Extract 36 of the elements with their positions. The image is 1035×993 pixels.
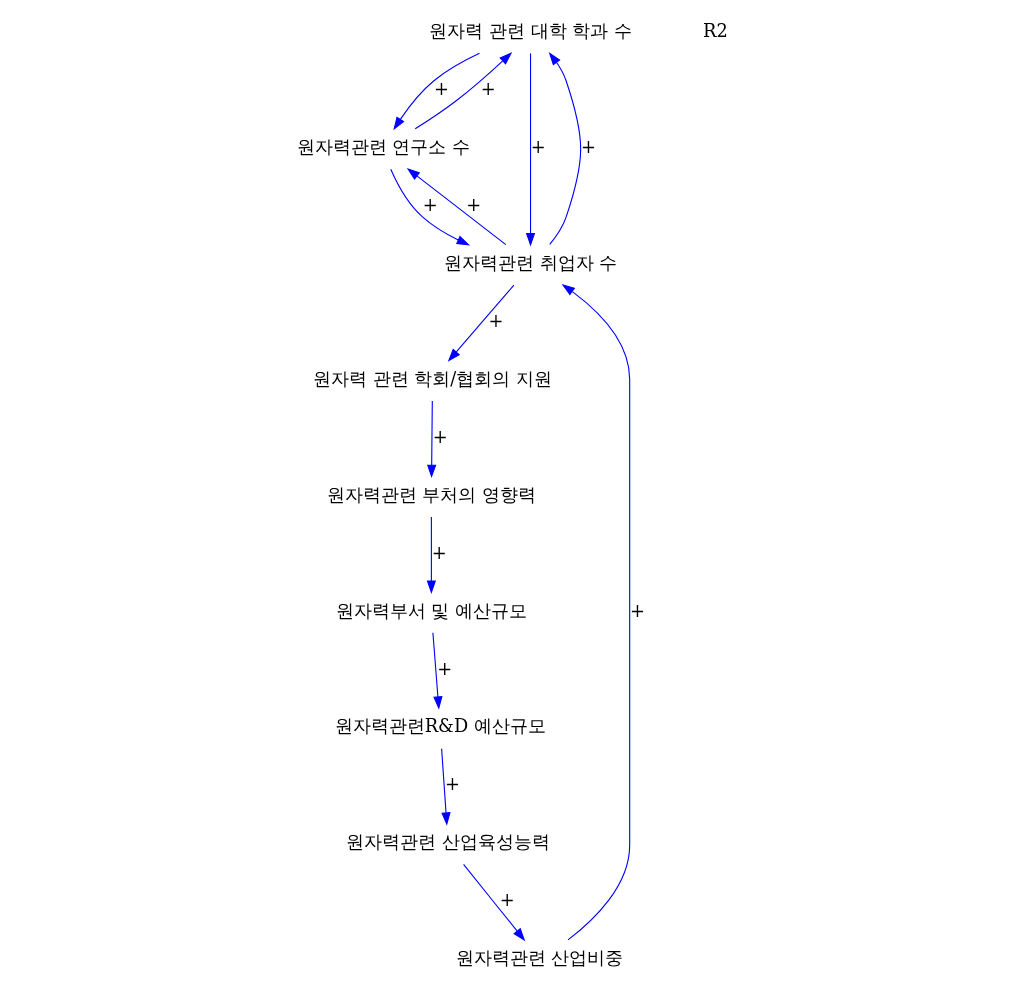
node-text: 원자력관련R&D 예산규모 bbox=[334, 715, 546, 737]
edge-label: + bbox=[488, 309, 503, 331]
node-text: 원자력관련 부처의 영향력 bbox=[326, 483, 536, 505]
arrow bbox=[392, 52, 480, 131]
edge-label: + bbox=[499, 889, 515, 911]
node-text: 원자력관련 산업육성능력 bbox=[345, 831, 550, 853]
arrow bbox=[561, 283, 630, 941]
node-text: 원자력관련 취업자 수 bbox=[443, 252, 617, 274]
edge-label: + bbox=[436, 657, 452, 679]
arrow bbox=[431, 632, 443, 710]
edge-label: + bbox=[433, 78, 449, 100]
arrow bbox=[389, 168, 470, 246]
edge-label: + bbox=[431, 541, 447, 563]
edge-label: + bbox=[480, 78, 496, 100]
arrow bbox=[426, 516, 436, 594]
edge-label: + bbox=[580, 136, 596, 158]
edge-label: + bbox=[465, 194, 481, 216]
node-text: 원자력 관련 대학 학과 수 bbox=[428, 20, 632, 42]
node-text: 원자력관련 산업비중 bbox=[455, 947, 623, 969]
label: R2 bbox=[702, 20, 728, 42]
node-text: 원자력부서 및 예산규모 bbox=[335, 599, 527, 621]
edge-label: + bbox=[422, 194, 438, 216]
edge-label: + bbox=[530, 136, 546, 158]
edge-label: + bbox=[444, 773, 460, 795]
arrow bbox=[462, 863, 525, 942]
arrow bbox=[406, 168, 506, 246]
arrow bbox=[426, 400, 436, 479]
node-text: 원자력 관련 학회/협회의 지원 bbox=[312, 367, 552, 389]
arrow bbox=[440, 748, 451, 826]
edge-label: + bbox=[432, 425, 448, 447]
arrow bbox=[525, 52, 535, 247]
node-text: 원자력관련 연구소 수 bbox=[296, 136, 470, 158]
arrow bbox=[414, 52, 512, 130]
arrow bbox=[447, 284, 514, 362]
arrow bbox=[548, 52, 581, 245]
edge-label: + bbox=[629, 599, 645, 621]
